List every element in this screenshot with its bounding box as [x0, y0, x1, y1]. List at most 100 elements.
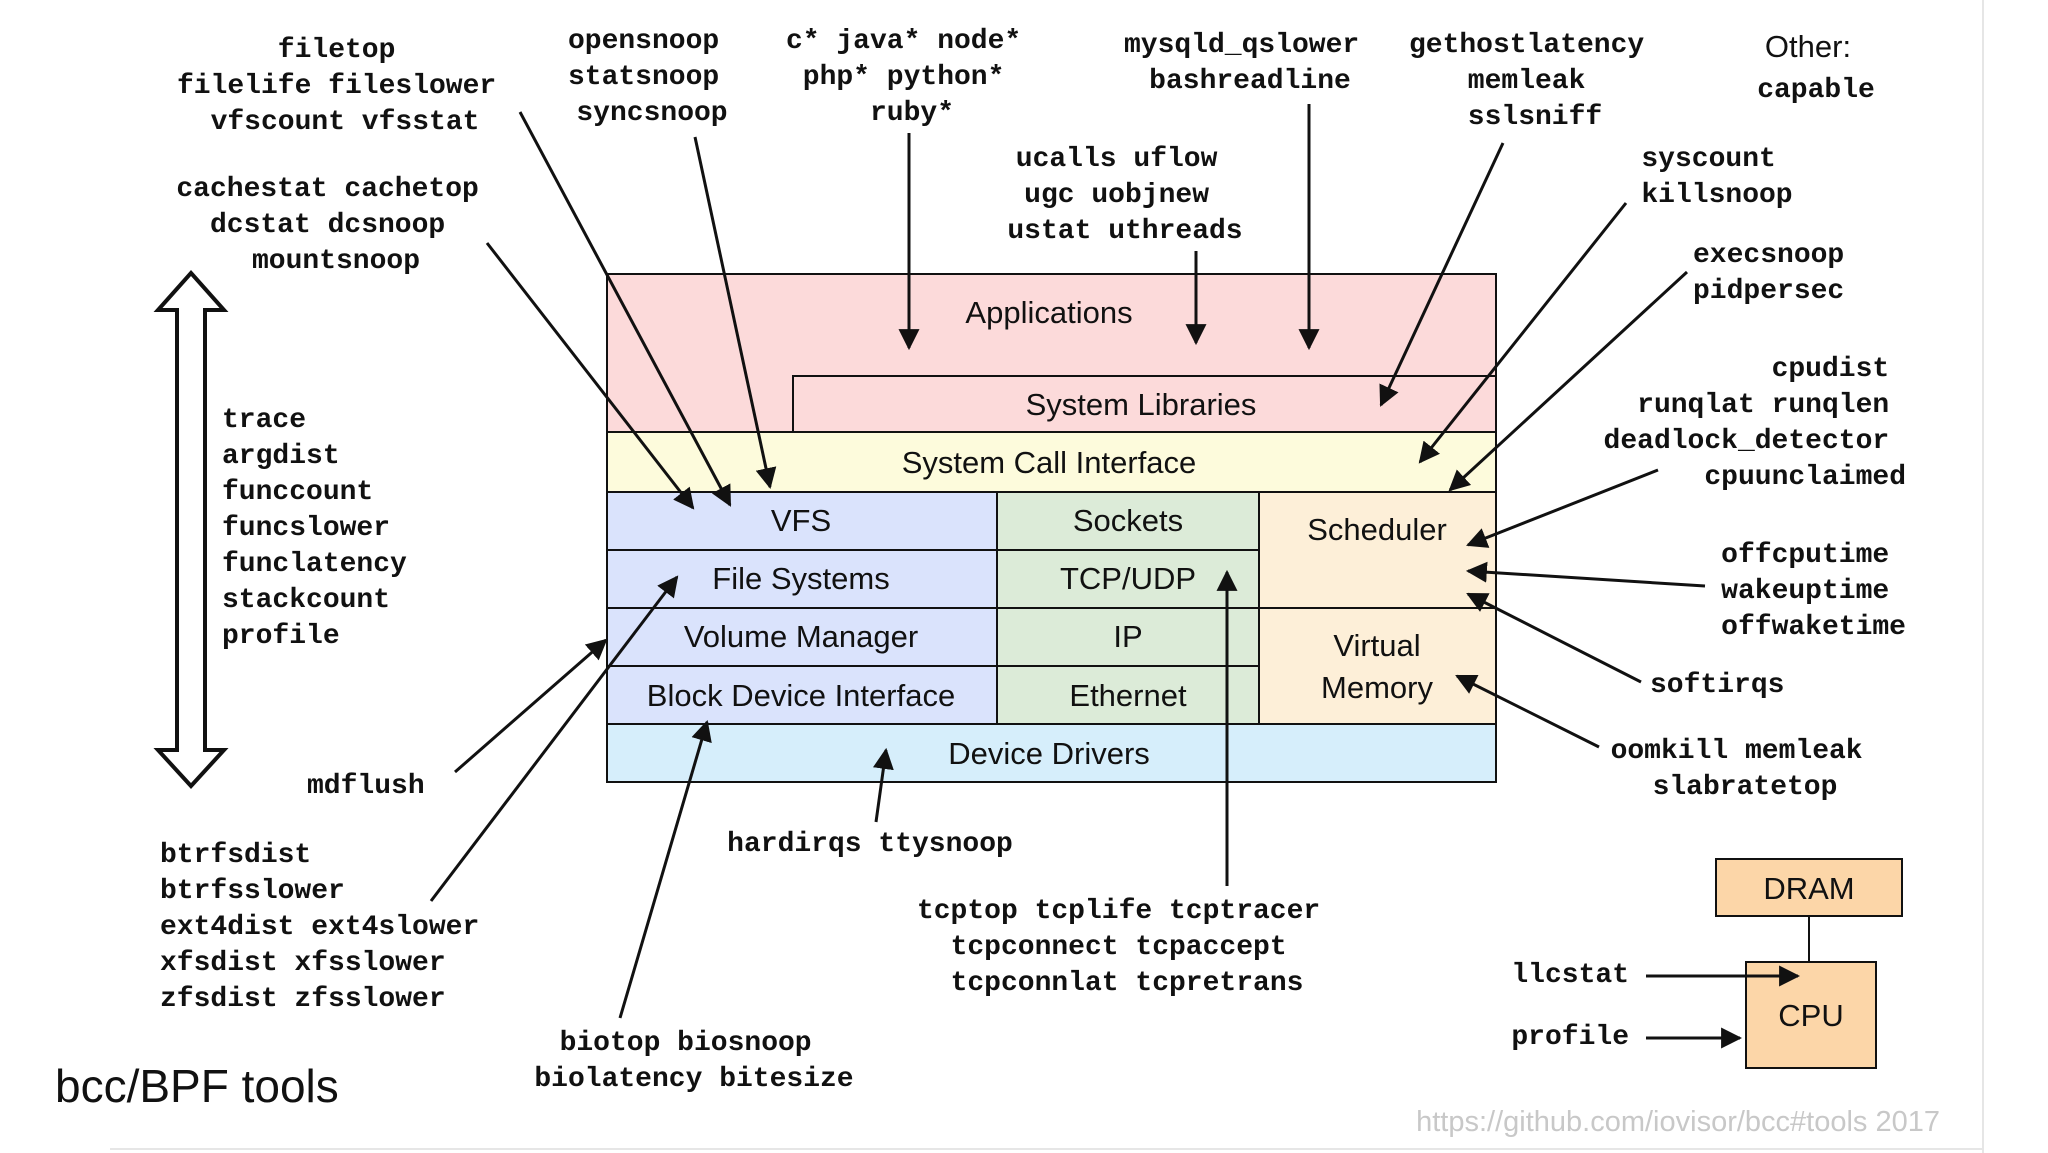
tool-line: xfsdist xfsslower	[160, 948, 446, 979]
scheduler-layer	[1258, 491, 1497, 609]
tool-line: btrfsdist	[160, 840, 311, 871]
library-tools: gethostlatency memleak sslsniff	[1409, 30, 1661, 133]
virtual-memory-layer	[1258, 607, 1497, 725]
cpu-tools: cpudist runqlat runqlen deadlock_detecto…	[1604, 354, 1906, 493]
sockets-label: Sockets	[1073, 503, 1183, 538]
virtual-memory-label-line1: Virtual	[1333, 628, 1420, 663]
bio-tools: biotop biosnoop biolatency bitesize	[534, 1028, 853, 1095]
tool-line: zfsdist zfsslower	[160, 984, 446, 1015]
tool-line: cpudist	[1772, 354, 1890, 385]
tool-line: syscount	[1641, 144, 1775, 175]
tcp-tools: tcptop tcplife tcptracer tcpconnect tcpa…	[917, 896, 1337, 999]
slide-right-rule	[1982, 0, 1984, 1153]
tool-line: biolatency bitesize	[534, 1064, 853, 1095]
tool-line: ugc uobjnew	[1024, 180, 1209, 211]
sockets-layer	[996, 491, 1260, 551]
arrow-softirqs-to-scheduler	[1466, 592, 1642, 684]
tool-line: filetop	[278, 35, 396, 66]
tool-line: c* java* node*	[786, 26, 1021, 57]
tool-line: php* python*	[803, 62, 1005, 93]
virtual-memory-label-line2: Memory	[1321, 670, 1433, 705]
tool-line: profile	[222, 621, 340, 652]
multi-tools: trace argdist funccount funcslower funcl…	[222, 405, 424, 652]
tool-line: pidpersec	[1693, 276, 1844, 307]
cpu-label: CPU	[1778, 998, 1843, 1033]
tool-line: ruby*	[870, 98, 954, 129]
block-device-label: Block Device Interface	[647, 678, 955, 713]
capable-tool: capable	[1757, 75, 1875, 106]
arrow-file-to-vfs	[518, 111, 732, 507]
tool-line: cachestat cachetop	[176, 174, 478, 205]
arrow-mdflush-to-volume	[454, 638, 608, 774]
ucalls-tools: ucalls uflow ugc uobjnew ustat uthreads	[1007, 144, 1242, 247]
fs-dist-tools: btrfsdist btrfsslower ext4dist ext4slowe…	[160, 840, 496, 1015]
layer-labels: Applications System Libraries System Cal…	[647, 295, 1855, 1033]
arrow-cpu-to-scheduler	[1466, 468, 1659, 548]
tool-line: wakeuptime	[1721, 576, 1889, 607]
arrow-bio-to-blockdev	[618, 719, 712, 1019]
tool-line: runqlat runqlen	[1637, 390, 1889, 421]
arrow-snoop-to-vfs	[693, 136, 777, 490]
cache-tools: cachestat cachetop dcstat dcsnoop mounts…	[176, 174, 495, 277]
tool-line: mysqld_qslower	[1124, 30, 1359, 61]
tool-line: statsnoop	[568, 62, 719, 93]
tool-line: ucalls uflow	[1016, 144, 1218, 175]
tool-line: gethostlatency	[1409, 30, 1644, 61]
language-tools: c* java* node* php* python* ruby*	[786, 26, 1038, 129]
tool-line: bashreadline	[1149, 66, 1351, 97]
tool-line: ext4dist ext4slower	[160, 912, 479, 943]
tool-line: deadlock_detector	[1604, 426, 1890, 457]
applications-label: Applications	[965, 295, 1132, 330]
tool-line: filelife fileslower	[177, 71, 496, 102]
tool-line: funclatency	[222, 549, 407, 580]
tool-line: btrfsslower	[160, 876, 345, 907]
vfs-layer	[606, 491, 998, 551]
mysql-tools: mysqld_qslower bashreadline	[1124, 30, 1376, 97]
dram-label: DRAM	[1763, 871, 1854, 906]
ip-label: IP	[1113, 619, 1142, 654]
file-tools: filetop filelife fileslower vfscount vfs…	[177, 35, 513, 138]
volume-manager-label: Volume Manager	[684, 619, 918, 654]
hardirqs-tools: hardirqs ttysnoop	[727, 829, 1013, 860]
tool-line: cpuunclaimed	[1704, 462, 1906, 493]
offcpu-tools: offcputime wakeuptime offwaketime	[1721, 540, 1906, 643]
tool-line: offcputime	[1721, 540, 1889, 571]
tool-line: trace	[222, 405, 306, 436]
volume-manager-layer	[606, 607, 998, 667]
source-credit: https://github.com/iovisor/bcc#tools 201…	[1416, 1106, 1940, 1138]
tool-line: vfscount vfsstat	[211, 107, 480, 138]
arrows	[429, 104, 1801, 1049]
tool-line: syncsnoop	[576, 98, 727, 129]
tool-line: offwaketime	[1721, 612, 1906, 643]
arrow-fsdist-to-filesystems	[429, 575, 679, 902]
tool-line: memleak	[1468, 66, 1586, 97]
arrow-cache-to-vfs	[485, 242, 695, 510]
tool-line: oomkill memleak	[1611, 736, 1863, 767]
tool-line: killsnoop	[1641, 180, 1792, 211]
tool-line: funcslower	[222, 513, 390, 544]
tool-line: tcpconnlat tcpretrans	[951, 968, 1304, 999]
mdflush-tool: mdflush	[307, 771, 425, 802]
tool-line: argdist	[222, 441, 340, 472]
tool-line: biotop biosnoop	[560, 1028, 812, 1059]
syscall-interface-label: System Call Interface	[902, 445, 1197, 480]
llcstat-tool: llcstat	[1511, 960, 1629, 991]
os-stack	[606, 273, 1903, 1069]
arrow-hardirqs-to-drivers	[872, 747, 894, 823]
slide-bottom-rule	[110, 1148, 1984, 1150]
tool-line: slabratetop	[1653, 772, 1838, 803]
tool-line: stackcount	[222, 585, 390, 616]
tool-line: tcptop tcplife tcptracer	[917, 896, 1320, 927]
tool-line: tcpconnect tcpaccept	[951, 932, 1287, 963]
arrow-exec-to-syscall	[1448, 270, 1689, 492]
softirqs-tool: softirqs	[1650, 670, 1784, 701]
syscount-tools: syscount killsnoop	[1641, 144, 1792, 211]
snoop-tools: opensnoop statsnoop syncsnoop	[568, 26, 736, 129]
tool-line: ustat uthreads	[1007, 216, 1242, 247]
profile-tool: profile	[1511, 1022, 1629, 1053]
tool-line: sslsniff	[1468, 102, 1602, 133]
tool-labels: filetop filelife fileslower vfscount vfs…	[160, 26, 1906, 1095]
arrow-mem-to-vm	[1455, 674, 1600, 749]
